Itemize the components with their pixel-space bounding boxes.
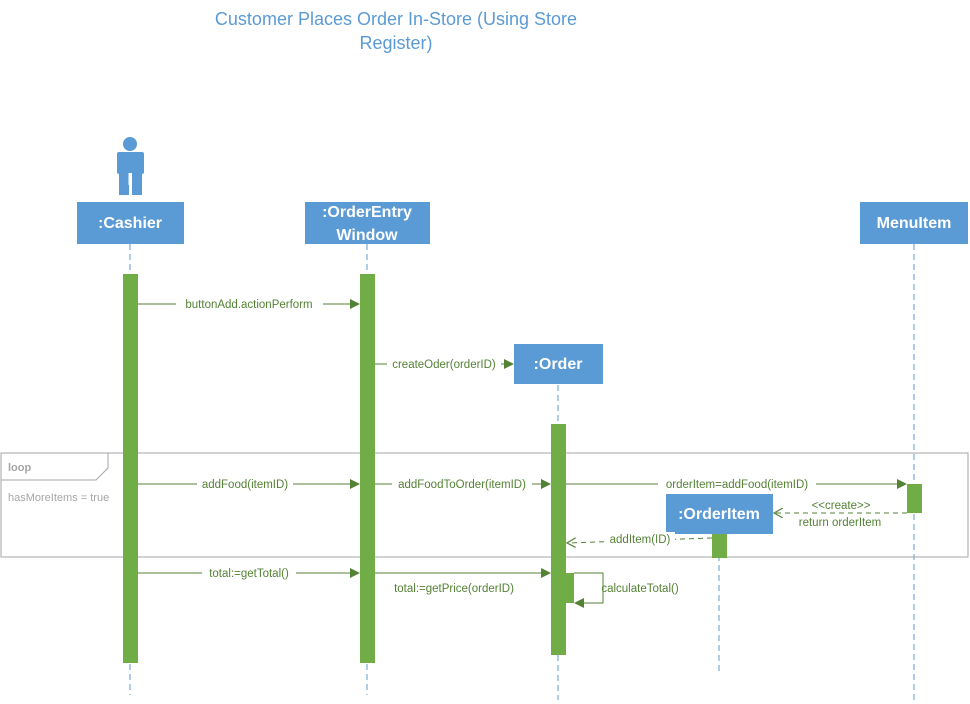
participant-cashier: :Cashier [77, 202, 184, 244]
message-add-food-label: addFood(itemID) [202, 479, 288, 491]
loop-tag: loop [8, 462, 31, 474]
activation-cashier [123, 274, 138, 663]
participant-order-entry-label-line2: Window [336, 227, 398, 244]
message-get-price-label: total:=getPrice(orderID) [394, 583, 514, 595]
message-button-add-label: buttonAdd.actionPerform [185, 299, 312, 311]
message-add-food-to-order-label: addFoodToOrder(itemID) [398, 479, 526, 491]
participant-order-item: :OrderItem [666, 494, 773, 534]
participant-order-entry-label-line1: :OrderEntry [322, 204, 412, 221]
activation-order-self [559, 573, 574, 603]
message-get-total-label: total:=getTotal() [209, 568, 289, 580]
actor-person-icon [117, 137, 144, 195]
message-create-stereotype-label: <<create>> [812, 500, 871, 512]
participant-menu-item: MenuItem [860, 202, 968, 244]
participant-order-label: :Order [534, 356, 583, 373]
participant-cashier-label: :Cashier [98, 215, 162, 232]
participant-order-item-label: :OrderItem [678, 506, 760, 523]
participant-menu-item-label: MenuItem [877, 215, 952, 232]
message-order-item-add-food-label: orderItem=addFood(itemID) [666, 479, 808, 491]
participant-order-entry-window: :OrderEntry Window [305, 202, 430, 244]
activation-order [551, 424, 566, 655]
message-add-item-label: addItem(ID) [610, 534, 671, 546]
participant-order: :Order [514, 344, 603, 384]
loop-guard: hasMoreItems = true [8, 492, 109, 504]
message-calculate-total-arrow [574, 572, 604, 608]
message-create-order-label: createOder(orderID) [392, 359, 496, 371]
activation-order-entry-window [360, 274, 375, 663]
loop-fragment: loop hasMoreItems = true [0, 452, 969, 558]
diagram-title-line2: Register) [359, 33, 432, 53]
diagram-title-line1: Customer Places Order In-Store (Using St… [215, 9, 577, 29]
activation-order-item [712, 534, 727, 558]
activation-menu-item [907, 484, 922, 513]
message-calculate-total-label: calculateTotal() [601, 583, 679, 595]
message-return-order-item-label: return orderItem [799, 517, 881, 529]
